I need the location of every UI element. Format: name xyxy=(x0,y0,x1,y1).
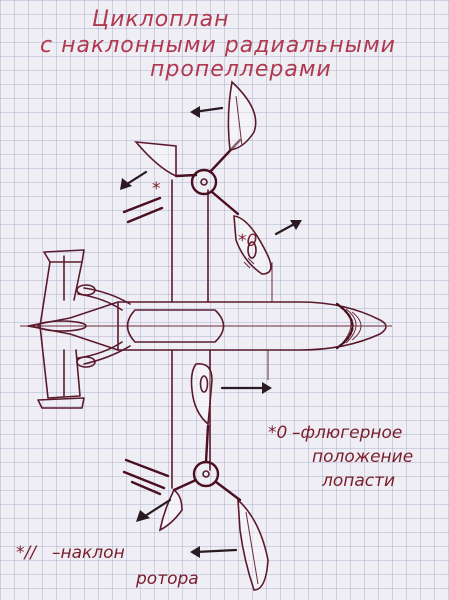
upper-rotor-hub xyxy=(190,168,218,196)
lower-blade-feather-mark xyxy=(199,375,209,393)
upper-tilt-mark-1 xyxy=(122,196,162,214)
tail-fairing xyxy=(37,320,87,332)
upper-boom-joint xyxy=(76,284,96,296)
lower-spar-left xyxy=(172,478,198,492)
arrow-lower-downleft-shaft xyxy=(140,498,172,520)
lower-tilt-mark-1 xyxy=(124,458,170,478)
lower-blade-right xyxy=(237,498,269,591)
upper-blade-hatch xyxy=(243,257,255,269)
lower-spar-right xyxy=(214,480,242,502)
central-nacelle xyxy=(126,309,225,343)
rotation-arrows xyxy=(120,106,302,558)
legend-tilt-line-2: ротора xyxy=(135,569,199,589)
title-line-1: Циклоплан xyxy=(92,7,230,32)
upper-spar-bottom xyxy=(210,190,240,216)
lower-blade-top xyxy=(190,363,213,426)
upper-rotor-hub-center xyxy=(200,178,208,186)
arrow-upper-left-head xyxy=(190,106,200,118)
upper-tilt-mark-2 xyxy=(126,206,164,224)
legend-feather-line-3: лопасти xyxy=(321,471,395,491)
lower-blade-left xyxy=(158,488,183,532)
upper-blade-top xyxy=(227,80,257,151)
lower-spar-top xyxy=(204,424,210,464)
lower-rotor-hub xyxy=(192,460,220,488)
legend-feather-line-2: положение xyxy=(312,447,413,467)
arrow-lower-downleft-head xyxy=(136,510,150,522)
title-line-2: с наклонными радиальными xyxy=(40,33,396,58)
lower-rotor xyxy=(122,363,269,591)
legend-tilt: *// –наклон ротора xyxy=(16,543,199,589)
legend-feather-line-1: –флюгерное xyxy=(292,423,402,443)
legend-tilt-marker: *// xyxy=(16,543,38,563)
lower-rotor-hub-center xyxy=(202,470,210,478)
arrow-lower-left-shaft xyxy=(194,548,238,554)
title-block: Циклоплан с наклонными радиальными пропе… xyxy=(40,7,396,82)
lower-stabilizer xyxy=(39,325,81,399)
arrow-upper-upright-head xyxy=(290,220,302,230)
tail-boom xyxy=(27,301,119,351)
arrow-upper-downleft-head xyxy=(120,178,132,190)
lower-tilt-mark-3 xyxy=(130,480,162,496)
legend-tilt-line-1: –наклон xyxy=(52,543,125,563)
upper-stabilizer xyxy=(39,261,83,327)
upper-spar-top xyxy=(208,138,242,174)
upper-blade-top-rib xyxy=(235,95,243,147)
tail-assembly xyxy=(37,249,131,409)
upper-blade-bottom xyxy=(233,215,272,275)
arrow-lower-left-head xyxy=(190,546,200,558)
canopy-arc-2 xyxy=(345,308,357,344)
lower-tilt-mark-2 xyxy=(122,470,166,490)
lower-stabilizer-tip xyxy=(37,397,85,409)
upper-tilt-star: * xyxy=(152,179,161,199)
legend-feather: *0 –флюгерное положение лопасти xyxy=(268,423,413,491)
upper-spar-left xyxy=(174,173,198,178)
upper-rotor: *0 * xyxy=(122,80,272,275)
arrow-lower-right-head xyxy=(262,382,272,394)
lower-boom-joint xyxy=(76,356,96,368)
fuselage-body xyxy=(117,301,387,351)
upper-blade-left xyxy=(134,141,177,178)
upper-blade-mark: *0 xyxy=(238,231,257,251)
title-line-3: пропеллерами xyxy=(150,57,332,82)
lower-blade-right-rib xyxy=(245,511,259,585)
upper-blade-feather-mark xyxy=(247,241,257,259)
legend-feather-marker: *0 xyxy=(268,423,287,443)
